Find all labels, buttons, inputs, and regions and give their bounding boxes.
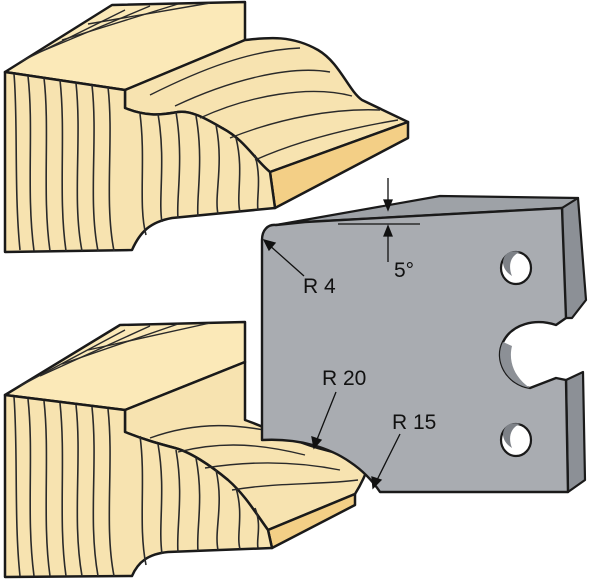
- upper-wood-workpiece: [3, 0, 410, 254]
- lower-wood-grain: [13, 396, 260, 577]
- r4-arrowhead: [262, 238, 277, 252]
- upper-wood-top-grain: [19, 2, 399, 161]
- r20-label: R 20: [322, 367, 367, 390]
- angle-lower-arrowhead: [383, 224, 393, 237]
- lower-wood-front-section: [3, 393, 274, 579]
- knife-upper-hole: [499, 250, 533, 286]
- r4-leader: [267, 243, 305, 277]
- knife-notch-shadow: [500, 342, 530, 388]
- upper-wood-front-section: [3, 70, 277, 254]
- r20-leader: [315, 391, 337, 443]
- angle-label: 5°: [394, 259, 415, 282]
- r15-arrowhead: [371, 476, 383, 490]
- r15-leader: [375, 433, 401, 483]
- r4-label: R 4: [303, 275, 336, 298]
- r15-label: R 15: [392, 411, 437, 434]
- upper-wood-grain: [13, 73, 260, 252]
- r20-arrowhead: [311, 436, 323, 450]
- lower-wood-workpiece: [3, 320, 372, 579]
- lower-wood-top-grain: [19, 322, 359, 491]
- dimension-lines: [262, 178, 420, 490]
- angle-upper-arrowhead: [383, 199, 393, 212]
- knife-lower-hole: [499, 422, 533, 458]
- profile-knife: [260, 194, 588, 494]
